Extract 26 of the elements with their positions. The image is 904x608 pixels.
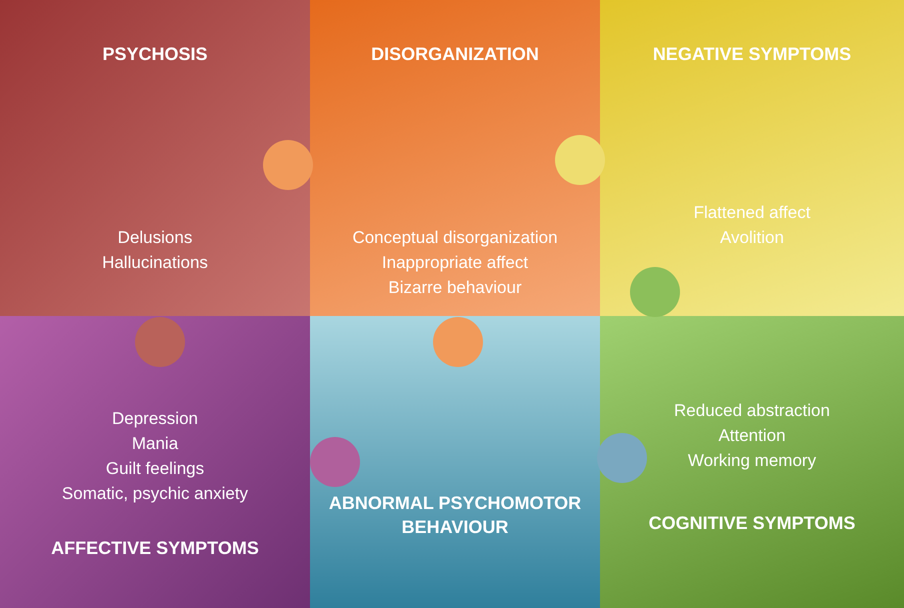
piece-heading: PSYCHOSIS bbox=[101, 43, 209, 66]
symptom-text: Inappropriate affect bbox=[380, 252, 530, 274]
piece-heading: COGNITIVE SYMPTOMS bbox=[648, 512, 856, 535]
puzzle-piece bbox=[0, 316, 310, 608]
symptom-text: Hallucinations bbox=[101, 252, 209, 274]
puzzle-piece bbox=[310, 0, 600, 316]
piece-heading: AFFECTIVE SYMPTOMS bbox=[50, 537, 260, 560]
symptom-text: Working memory bbox=[686, 450, 818, 472]
symptom-text: Bizarre behaviour bbox=[387, 277, 523, 299]
symptom-text: Mania bbox=[130, 433, 180, 455]
puzzle-piece bbox=[0, 0, 310, 316]
piece-heading: DISORGANIZATION bbox=[370, 43, 540, 66]
piece-heading: ABNORMAL PSYCHOMOTOR BEHAVIOUR bbox=[328, 492, 582, 539]
symptom-text: Conceptual disorganization bbox=[351, 227, 559, 249]
puzzle-piece bbox=[310, 316, 600, 608]
puzzle-piece bbox=[600, 0, 904, 316]
piece-heading: NEGATIVE SYMPTOMS bbox=[652, 43, 852, 66]
puzzle-piece bbox=[600, 316, 904, 608]
symptom-text: Delusions bbox=[116, 227, 194, 249]
symptom-text: Somatic, psychic anxiety bbox=[60, 483, 250, 505]
symptom-text: Flattened affect bbox=[692, 202, 812, 224]
symptom-text: Reduced abstraction bbox=[673, 400, 831, 422]
symptom-text: Depression bbox=[111, 408, 199, 430]
symptom-text: Attention bbox=[717, 425, 787, 447]
symptom-text: Guilt feelings bbox=[104, 458, 206, 480]
symptom-text: Avolition bbox=[719, 227, 785, 249]
